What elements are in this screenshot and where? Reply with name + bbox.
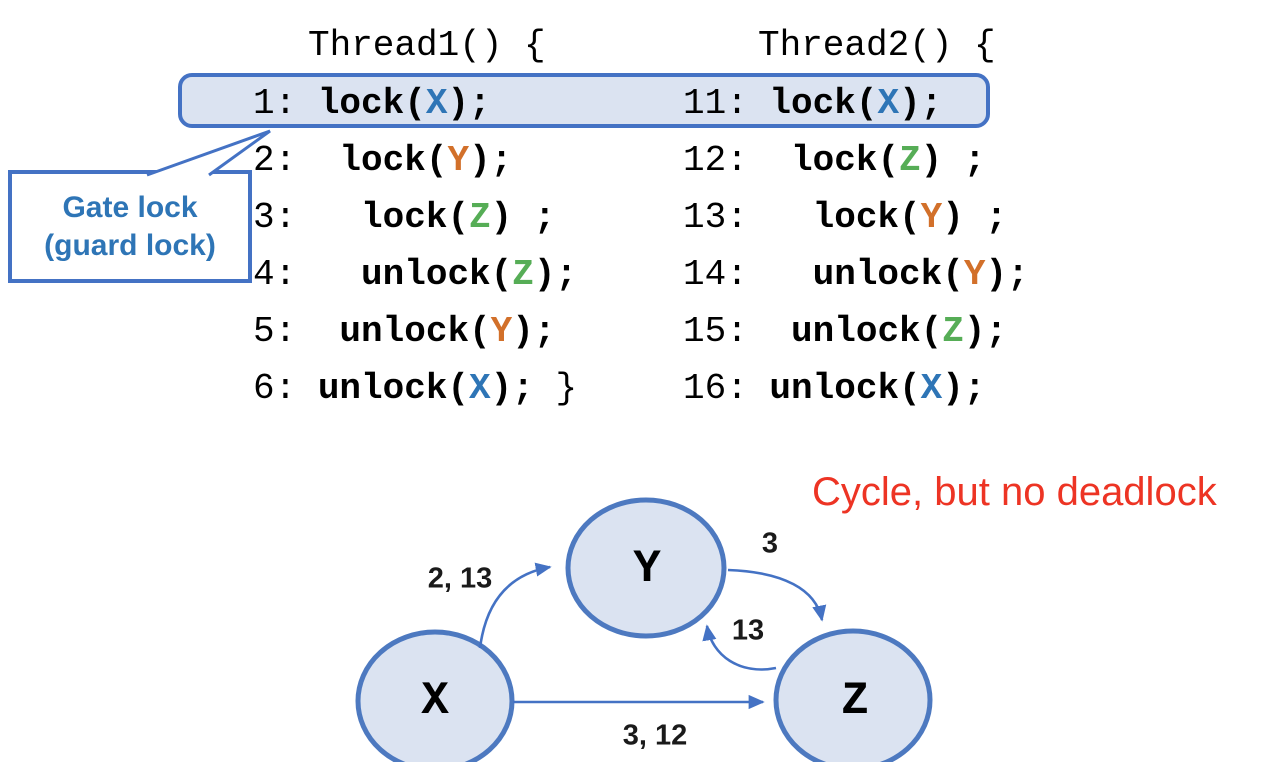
code-line-15: 15: unlock(Z); xyxy=(683,311,1008,352)
code-line-2: 2: lock(Y); xyxy=(253,140,513,181)
edge-label-x-z: 3, 12 xyxy=(622,719,688,752)
node-x-label: X xyxy=(421,675,449,727)
code-line-14: 14: unlock(Y); xyxy=(683,254,1029,295)
edge-label-y-z: 3 xyxy=(761,527,779,560)
node-z-label: Z xyxy=(841,675,869,727)
node-y-label: Y xyxy=(633,543,661,595)
thread1-header: Thread1() { xyxy=(308,25,546,66)
callout-pointer-fill xyxy=(147,131,270,175)
edge-label-z-y: 13 xyxy=(731,614,765,647)
code-line-12: 12: lock(Z) ; xyxy=(683,140,986,181)
callout-text-line2: (guard lock) xyxy=(44,228,216,262)
code-line-13: 13: lock(Y) ; xyxy=(683,197,1008,238)
code-line-11: 11: lock(X); xyxy=(683,83,943,124)
gate-lock-highlight-box xyxy=(178,73,990,128)
code-line-3: 3: lock(Z) ; xyxy=(253,197,556,238)
edge-y-to-z xyxy=(727,568,827,622)
thread2-header: Thread2() { xyxy=(758,25,996,66)
code-line-4: 4: unlock(Z); xyxy=(253,254,578,295)
gate-lock-callout: Gate lock (guard lock) xyxy=(8,170,252,283)
code-line-5: 5: unlock(Y); xyxy=(253,311,556,352)
code-line-16: 16: unlock(X); xyxy=(683,368,986,409)
callout-text-line1: Gate lock xyxy=(62,190,198,224)
code-line-6: 6: unlock(X); } xyxy=(253,368,578,409)
cycle-annotation: Cycle, but no deadlock xyxy=(812,470,1217,514)
edge-label-x-y: 2, 13 xyxy=(427,562,493,595)
code-line-1: 1: lock(X); xyxy=(253,83,491,124)
callout-pointer-outline xyxy=(146,129,271,177)
